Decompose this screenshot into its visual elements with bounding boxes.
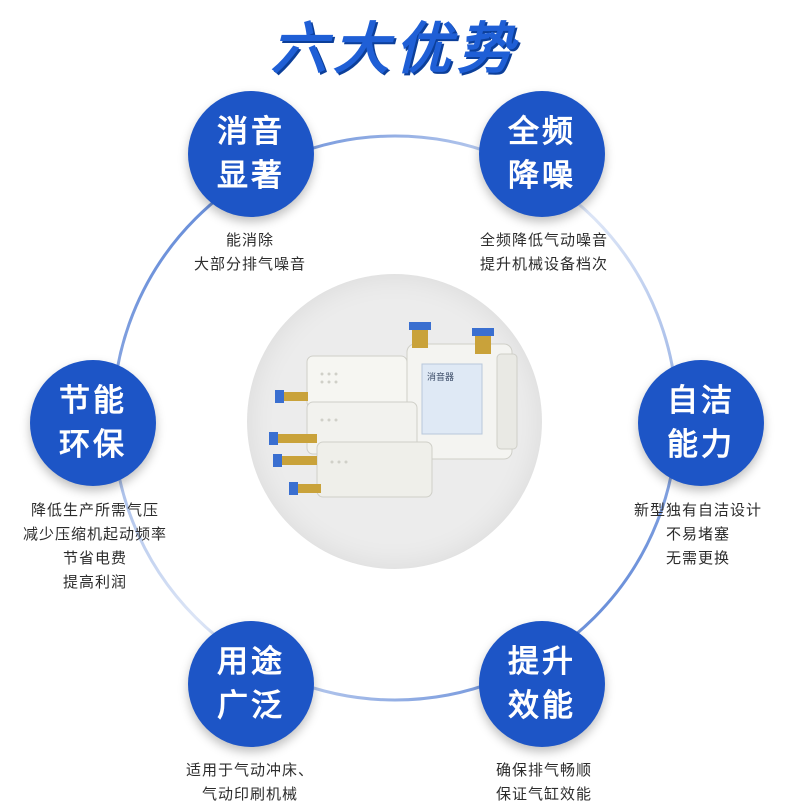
desc-quanpin: 全频降低气动噪音 提升机械设备档次 — [444, 228, 644, 276]
badge-title-line1: 消音 — [217, 114, 285, 150]
product-panel-label: 消音器 — [427, 371, 454, 383]
badge-title-line2: 效能 — [508, 688, 576, 724]
badge-zijie: 自洁 能力 — [638, 360, 764, 486]
muffler-product-image: 消音器 — [269, 322, 518, 498]
desc-line: 提高利润 — [62, 573, 127, 591]
badge-quanpin: 全频 降噪 — [479, 91, 605, 217]
desc-line: 减少压缩机起动频率 — [22, 525, 167, 543]
badge-title-line1: 自洁 — [667, 383, 735, 419]
desc-jieneng: 降低生产所需气压 减少压缩机起动频率 节省电费 提高利润 — [0, 498, 190, 594]
desc-line: 能消除 — [225, 231, 274, 249]
desc-yongtu: 适用于气动冲床、 气动印刷机械 — [150, 758, 350, 806]
desc-line: 不易堵塞 — [665, 525, 730, 543]
badge-title-line1: 全频 — [508, 114, 576, 150]
desc-line: 提升机械设备档次 — [479, 255, 608, 273]
badge-title-line2: 环保 — [59, 427, 127, 463]
badge-title-line1: 提升 — [508, 644, 576, 680]
desc-line: 适用于气动冲床、 — [185, 761, 314, 779]
badge-xiaoyin: 消音 显著 — [188, 91, 314, 217]
desc-line: 新型独有自洁设计 — [633, 501, 762, 519]
badge-title-line1: 节能 — [59, 383, 127, 419]
badge-yongtu: 用途 广泛 — [188, 621, 314, 747]
desc-line: 确保排气畅顺 — [495, 761, 592, 779]
desc-line: 气动印刷机械 — [201, 785, 298, 803]
badge-jieneng: 节能 环保 — [30, 360, 156, 486]
badge-title-line2: 降噪 — [508, 158, 576, 194]
page-title: 六大优势 — [271, 17, 519, 82]
desc-line: 保证气缸效能 — [495, 785, 592, 803]
desc-line: 无需更换 — [665, 549, 730, 567]
desc-zijie: 新型独有自洁设计 不易堵塞 无需更换 — [606, 498, 790, 570]
desc-xiaoyin: 能消除 大部分排气噪音 — [150, 228, 350, 276]
badge-title-line2: 能力 — [667, 427, 735, 463]
desc-line: 全频降低气动噪音 — [479, 231, 608, 249]
desc-line: 大部分排气噪音 — [193, 255, 306, 273]
badge-tisheng: 提升 效能 — [479, 621, 605, 747]
desc-line: 降低生产所需气压 — [30, 501, 159, 519]
badge-title-line1: 用途 — [217, 644, 285, 680]
badge-title-line2: 显著 — [217, 158, 285, 194]
badge-title-line2: 广泛 — [217, 688, 285, 724]
desc-line: 节省电费 — [62, 549, 127, 567]
product-circle: 消音器 — [247, 274, 542, 569]
desc-tisheng: 确保排气畅顺 保证气缸效能 — [444, 758, 644, 806]
